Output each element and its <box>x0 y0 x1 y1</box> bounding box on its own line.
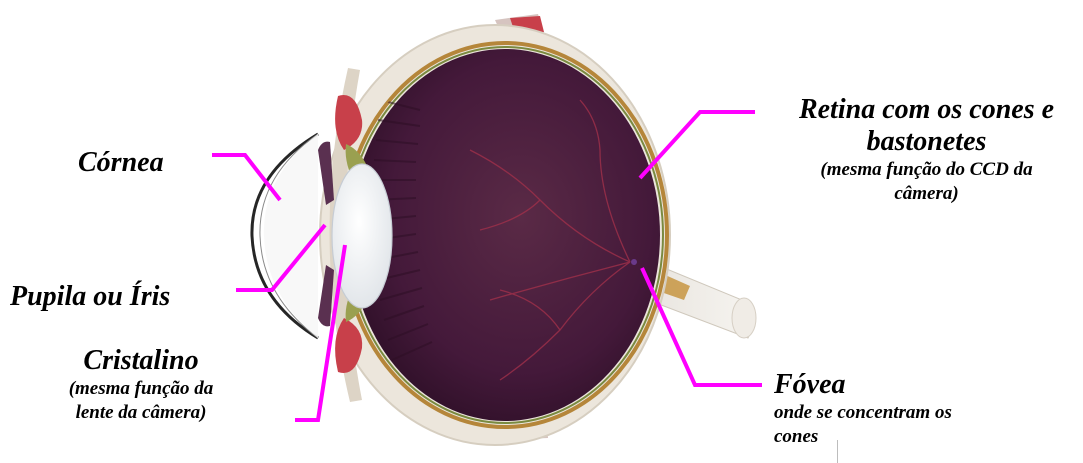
text-crop-divider <box>837 440 838 463</box>
retina-desc-line1: (mesma função do CCD da <box>770 158 1083 182</box>
cristalino-desc-line2: lente da câmera) <box>8 401 274 425</box>
cornea <box>252 134 318 338</box>
iris <box>318 142 334 205</box>
retina-title-line2: bastonetes <box>770 126 1083 158</box>
retina-desc-line2: câmera) <box>770 182 1083 206</box>
cornea-label: Córnea <box>78 147 164 179</box>
retina-title-line1: Retina com os cones e <box>770 94 1083 126</box>
text-crop-overlay <box>838 440 1083 463</box>
fovea-title: Fóvea <box>774 369 952 401</box>
cristalino-title: Cristalino <box>8 345 274 377</box>
lens <box>332 164 392 308</box>
fovea-spot <box>631 259 637 265</box>
retina-label-block: Retina com os cones e bastonetes (mesma … <box>770 94 1083 206</box>
fovea-desc-line1: onde se concentram os <box>774 401 952 425</box>
cristalino-label-block: Cristalino (mesma função da lente da câm… <box>8 345 274 425</box>
pupila-label: Pupila ou Íris <box>10 281 170 313</box>
cristalino-desc-line1: (mesma função da <box>8 377 274 401</box>
